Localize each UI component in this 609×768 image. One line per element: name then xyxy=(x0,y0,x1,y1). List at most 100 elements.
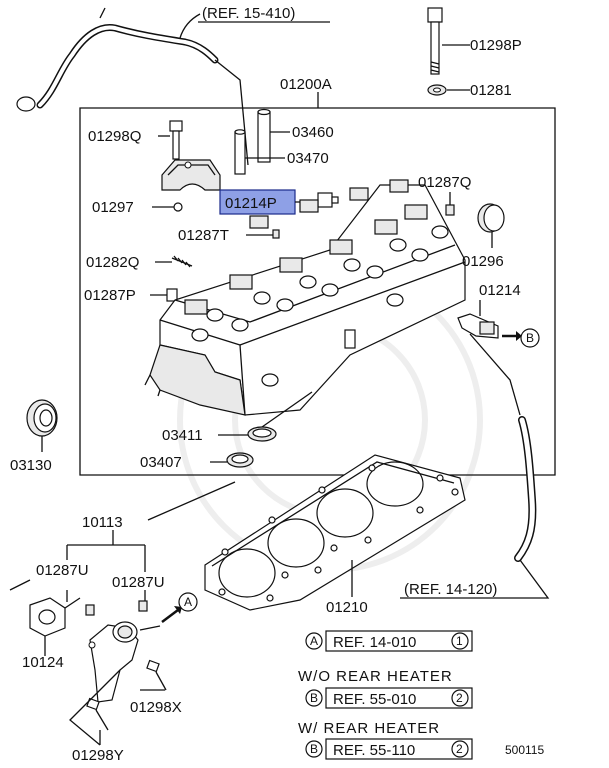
gasket-hole xyxy=(281,571,289,579)
head-port xyxy=(261,373,279,387)
circle-A xyxy=(178,592,198,612)
head-port xyxy=(191,328,209,342)
dowel-03470 xyxy=(234,129,246,175)
sensor-01214 xyxy=(457,313,499,339)
label-10124: 10124 xyxy=(22,654,64,671)
gasket-hole xyxy=(218,588,226,596)
head-port xyxy=(411,248,429,262)
gasket-hole xyxy=(314,566,322,574)
diagram-code: 500115 xyxy=(505,743,544,757)
label-01281: 01281 xyxy=(470,82,512,99)
gasket-hole xyxy=(436,474,444,482)
label-01297: 01297 xyxy=(92,199,134,216)
label-01282Q: 01282Q xyxy=(86,254,139,271)
label-01298X: 01298X xyxy=(130,699,182,716)
label-01298P: 01298P xyxy=(470,37,522,54)
plug-01287Q xyxy=(445,204,455,216)
head-gasket-01210 xyxy=(204,454,466,611)
arrow-B-head xyxy=(516,331,522,341)
seal-03411 xyxy=(247,426,277,442)
plug-01287U-right xyxy=(138,600,148,612)
legend-w-rear-heater: W/ REAR HEATER xyxy=(298,720,440,737)
label-ref-15-410: (REF. 15-410) xyxy=(202,5,295,22)
head-port xyxy=(253,291,271,305)
label-01287U-left: 01287U xyxy=(36,562,89,579)
label-03460: 03460 xyxy=(292,124,334,141)
bolt-01298Y xyxy=(86,697,109,731)
leader-01298Y xyxy=(69,669,121,746)
legend-wo-rear-heater: W/O REAR HEATER xyxy=(298,668,453,685)
label-01214: 01214 xyxy=(479,282,521,299)
label-01287Q: 01287Q xyxy=(418,174,471,191)
cup-plug-01296 xyxy=(477,203,505,233)
gasket-hole xyxy=(330,544,338,552)
gasket-hole xyxy=(368,464,376,472)
dowel-03460 xyxy=(257,108,271,163)
label-01296: 01296 xyxy=(462,253,504,270)
bolt-01298P xyxy=(427,7,447,96)
legend-B2-ref: REF. 55-110 xyxy=(333,742,415,759)
legend-row-B2: B REF. 55-110 2 xyxy=(305,738,473,760)
head-frame xyxy=(79,107,556,476)
water-outlet xyxy=(88,621,139,703)
head-port xyxy=(343,258,361,272)
label-10113: 10113 xyxy=(82,514,123,531)
gasket-hole xyxy=(364,536,372,544)
legend-B1-circle: B xyxy=(310,691,318,705)
hose-14-120 xyxy=(514,416,537,562)
label-circle-B: B xyxy=(526,331,534,345)
label-circle-A: A xyxy=(184,595,192,609)
legend-B1-ref: REF. 55-010 xyxy=(333,691,416,708)
label-01200A: 01200A xyxy=(280,76,332,93)
gasket-hole xyxy=(416,506,424,514)
seal-03407 xyxy=(226,452,254,468)
label-01210: 01210 xyxy=(326,599,368,616)
gasket-10124 xyxy=(29,597,66,637)
label-01287P: 01287P xyxy=(84,287,136,304)
plug-01287T xyxy=(272,229,280,239)
circle-B xyxy=(520,328,540,348)
label-03407: 03407 xyxy=(140,454,182,471)
gasket-hole xyxy=(451,488,459,496)
bracket-10113 xyxy=(66,530,146,602)
head-port xyxy=(389,238,407,252)
cam-bracket xyxy=(161,159,221,191)
head-port xyxy=(206,308,224,322)
label-ref-14-120: (REF. 14-120) xyxy=(404,581,497,598)
head-port xyxy=(431,225,449,239)
label-01287T: 01287T xyxy=(178,227,229,244)
arrow-A xyxy=(161,609,179,623)
plug-01214P xyxy=(317,192,339,208)
legend-A-num: 1 xyxy=(456,634,463,648)
plug-01287U-left xyxy=(85,604,95,616)
legend-A-ref: REF. 14-010 xyxy=(333,634,416,651)
gasket-hole xyxy=(268,516,276,524)
bolt-01298X xyxy=(146,659,167,691)
legend-row-B1: B REF. 55-010 2 xyxy=(305,687,473,709)
label-03470: 03470 xyxy=(287,150,329,167)
label-01298Q: 01298Q xyxy=(88,128,141,145)
leader-A xyxy=(139,625,161,631)
label-01287U-right: 01287U xyxy=(112,574,165,591)
head-port xyxy=(276,298,294,312)
legend-row-A: A REF. 14-010 1 xyxy=(305,630,473,652)
bolt-01298Q xyxy=(169,120,183,160)
gasket-hole xyxy=(318,486,326,494)
label-01298Y: 01298Y xyxy=(72,747,124,764)
legend-A-circle: A xyxy=(310,634,318,648)
plug-01287P xyxy=(166,288,178,302)
head-port xyxy=(321,283,339,297)
oring-01297 xyxy=(173,202,183,212)
breather-pipe xyxy=(16,7,249,166)
leader-10113-head xyxy=(147,481,236,521)
leader-ref-14-120 xyxy=(400,559,550,599)
legend-B2-circle: B xyxy=(310,742,318,756)
head-details xyxy=(184,179,428,315)
legend-B2-num: 2 xyxy=(456,742,463,756)
leader-01214-hose xyxy=(469,333,521,416)
leader-03411-up xyxy=(261,391,313,428)
gasket-holes xyxy=(218,464,459,602)
head-port xyxy=(299,275,317,289)
